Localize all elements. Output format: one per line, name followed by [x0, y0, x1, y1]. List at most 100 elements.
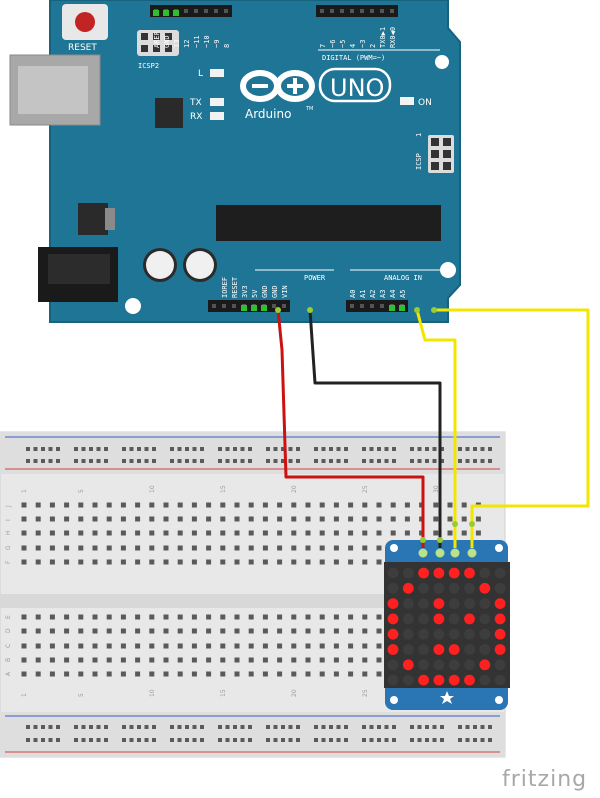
led-off [494, 659, 506, 671]
pin-label: RX0◀0 [389, 27, 397, 48]
wire-gnd [308, 309, 442, 548]
pin-label: 13 [173, 40, 181, 48]
column-number: 15 [220, 689, 227, 697]
led-on [418, 674, 429, 686]
led-on [433, 613, 445, 625]
breadboard-hole [206, 643, 212, 649]
breadboard-hole [135, 502, 141, 508]
mount-hole [435, 55, 449, 69]
breadboard-hole [262, 614, 268, 620]
analog-header [346, 300, 408, 312]
analog-pin-pin [350, 304, 354, 308]
breadboard-hole [163, 614, 169, 620]
rail-hole [369, 738, 374, 742]
breadboard-hole [92, 614, 98, 620]
breadboard-hole [362, 628, 368, 634]
breadboard-hole [291, 545, 297, 551]
rail-hole [137, 725, 141, 729]
rail-hole [233, 738, 237, 742]
breadboard-hole [206, 671, 212, 677]
wire-end [431, 307, 437, 313]
rail-hole [152, 725, 156, 729]
led-on [494, 628, 506, 640]
rail-hole [248, 725, 252, 729]
rail-hole [314, 738, 318, 742]
breadboard-hole [348, 559, 354, 565]
row-letter: I [5, 519, 12, 521]
rail-hole [329, 447, 333, 451]
arduino-logo: UNO Arduino TM [240, 67, 392, 121]
rail-hole [417, 738, 422, 742]
pin-label: 4 [349, 44, 357, 48]
led-on [479, 582, 491, 594]
breadboard-hole [163, 643, 169, 649]
trademark-label: TM [305, 106, 313, 112]
breadboard-hole [277, 643, 283, 649]
digital-pin-pin [204, 9, 208, 13]
breadboard-hole [206, 628, 212, 634]
led-on [448, 567, 460, 579]
rail-hole [273, 725, 278, 729]
breadboard-hole [433, 530, 439, 536]
breadboard-hole [220, 628, 226, 634]
breadboard-hole [234, 545, 240, 551]
pin-label: IOREF [221, 277, 229, 298]
rail-hole [48, 725, 53, 729]
rail-hole [440, 725, 444, 729]
breadboard-hole [390, 530, 396, 536]
breadboard-hole [404, 502, 410, 508]
breadboard-hole [220, 516, 226, 522]
pin-highlight [389, 305, 395, 311]
breadboard-hole [163, 671, 169, 677]
reset-button [75, 12, 95, 32]
uno-badge [318, 67, 392, 103]
breadboard-hole [348, 671, 354, 677]
led-off [494, 567, 506, 579]
breadboard-hole [206, 657, 212, 663]
breadboard-hole [177, 671, 183, 677]
breadboard-hole [106, 628, 112, 634]
rail-hole [137, 459, 141, 463]
rail-hole [321, 447, 326, 451]
breadboard-hole [149, 559, 155, 565]
rail-hole [200, 447, 204, 451]
rail-hole [74, 738, 78, 742]
led-off [464, 598, 475, 609]
rail-hole [417, 725, 422, 729]
rail-hole [122, 738, 126, 742]
matrix-pin [435, 548, 445, 558]
led-l [210, 69, 224, 77]
led-off [479, 674, 491, 686]
breadboard-hole [277, 545, 283, 551]
rail-hole [321, 738, 326, 742]
led-on [402, 659, 414, 671]
breadboard-hole [64, 671, 70, 677]
breadboard-hole [120, 559, 126, 565]
breadboard-hole [319, 530, 325, 536]
rail-hole [177, 725, 182, 729]
breadboard-hole [248, 530, 254, 536]
rail-hole [296, 725, 300, 729]
digital-pin-pin [390, 9, 394, 13]
breadboard-hole [21, 545, 27, 551]
breadboard-hole [49, 530, 55, 536]
breadboard-hole [291, 657, 297, 663]
digital-header [150, 5, 398, 17]
rail-hole [225, 447, 230, 451]
rail-hole [336, 725, 341, 729]
rail-hole [218, 725, 222, 729]
breadboard-hole [333, 628, 339, 634]
rail-hole [465, 738, 470, 742]
breadboard-labels: 115510101515202025253030JIHGFEDCBA [5, 485, 440, 697]
breadboard-hole [177, 530, 183, 536]
led-on [494, 613, 506, 625]
breadboard-hole [64, 559, 70, 565]
pin-highlight [173, 10, 179, 16]
row-letter: D [5, 628, 12, 633]
digital-pin-pin [224, 9, 228, 13]
rail-hole [432, 725, 437, 729]
breadboard-hole [348, 530, 354, 536]
led-off [448, 613, 460, 625]
led-off [464, 582, 475, 594]
breadboard-hole [319, 643, 325, 649]
